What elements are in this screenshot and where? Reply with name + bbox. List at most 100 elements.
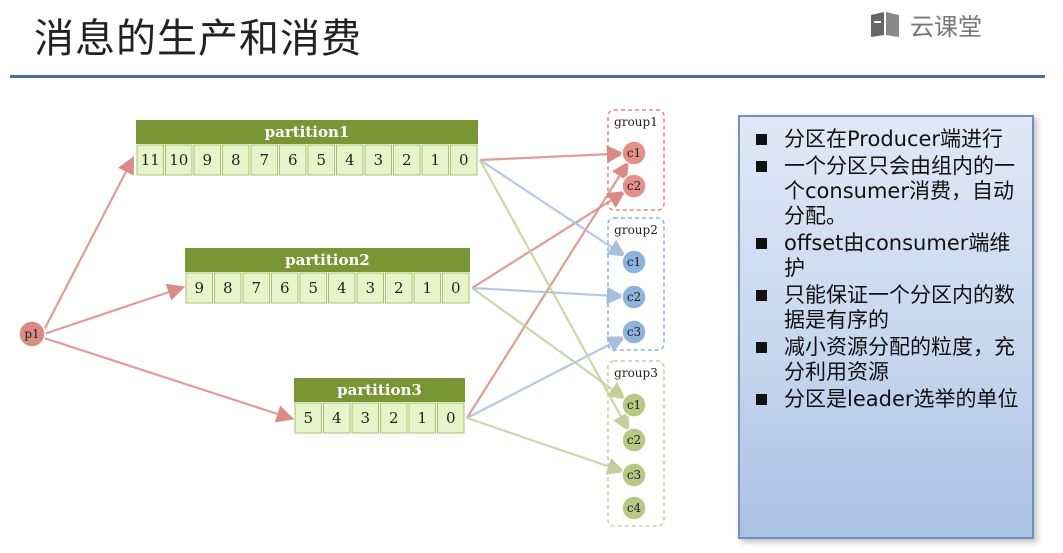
group-box xyxy=(607,360,665,527)
partition-cell-value: 9 xyxy=(202,151,212,169)
bullet-icon xyxy=(756,342,767,353)
consumer-node xyxy=(621,495,647,521)
consumer-node xyxy=(621,319,647,345)
note-item: offset由consumer端维护 xyxy=(754,231,1024,281)
consumer-group-2: group2 c1 c2 c3 xyxy=(607,217,665,351)
partition-cell-value: 0 xyxy=(451,279,461,297)
partition-cell xyxy=(385,272,413,304)
consumer-label: c1 xyxy=(627,398,641,412)
partition-cell-value: 11 xyxy=(141,151,160,169)
partition-to-consumer-edge xyxy=(479,145,625,164)
partition-cell-value: 7 xyxy=(259,151,269,169)
partition-cell-value: 1 xyxy=(422,279,432,297)
notes-list: 分区在Producer端进行一个分区只会由组内的一个consumer消费，自动分… xyxy=(754,127,1024,412)
consumer-node xyxy=(621,427,647,453)
partition-cell-value: 1 xyxy=(417,409,427,427)
partition-to-consumer-edge xyxy=(479,159,626,257)
partition-to-consumer-edge xyxy=(466,336,626,419)
consumer-label: c1 xyxy=(627,146,641,160)
bullet-icon xyxy=(756,290,767,301)
brand: 云课堂 xyxy=(868,6,982,42)
consumer-label: c3 xyxy=(627,468,641,482)
partition-label: partition1 xyxy=(265,123,350,141)
partition-to-consumer-edge xyxy=(471,287,627,400)
partition-to-consumer-edge xyxy=(466,416,625,475)
producer-to-partition-edge xyxy=(43,336,295,423)
partition-cell-value: 2 xyxy=(402,151,412,169)
consumer-node xyxy=(621,249,647,275)
note-item: 分区在Producer端进行 xyxy=(754,127,1024,152)
consumer-label: c1 xyxy=(627,255,641,269)
partition-cell xyxy=(214,272,242,304)
partition-cell-value: 5 xyxy=(316,151,326,169)
note-text: 只能保证一个分区内的数据是有序的 xyxy=(784,283,1015,332)
partition-cell xyxy=(294,402,322,434)
consumer-node xyxy=(621,140,647,166)
consumer-label: c2 xyxy=(627,290,641,304)
partition-cell-value: 4 xyxy=(345,151,355,169)
partition-label: partition3 xyxy=(337,381,422,399)
partition-cell xyxy=(165,144,193,176)
partition-cell-value: 5 xyxy=(303,409,313,427)
consumer-node xyxy=(621,462,647,488)
partition-cell xyxy=(421,144,449,176)
partition-cell-value: 1 xyxy=(430,151,440,169)
partition-header xyxy=(294,378,465,402)
notes-panel: 分区在Producer端进行一个分区只会由组内的一个consumer消费，自动分… xyxy=(738,115,1034,539)
partition-cell-value: 3 xyxy=(373,151,383,169)
group-box xyxy=(607,217,665,351)
note-item: 减小资源分配的粒度，充分利用资源 xyxy=(754,335,1024,385)
partition-cell-value: 2 xyxy=(389,409,399,427)
partition-cell-value: 7 xyxy=(251,279,261,297)
note-item: 分区是leader选举的单位 xyxy=(754,387,1024,412)
partition-cell xyxy=(442,272,470,304)
partition-cell xyxy=(356,272,384,304)
producer-to-partition-edge xyxy=(43,283,186,336)
producer-label: p1 xyxy=(24,327,39,341)
partition-cell xyxy=(250,144,278,176)
partition-cell xyxy=(408,402,436,434)
group-label: group3 xyxy=(614,366,658,380)
partition-cell xyxy=(279,144,307,176)
note-text: offset由consumer端维护 xyxy=(784,231,1011,280)
group-label: group2 xyxy=(614,223,658,237)
partition-cell xyxy=(380,402,408,434)
partition-cell xyxy=(393,144,421,176)
partition-cell xyxy=(336,144,364,176)
partition-cell xyxy=(364,144,392,176)
bullet-icon xyxy=(756,238,767,249)
partition-cell-value: 2 xyxy=(394,279,404,297)
consumer-label: c3 xyxy=(627,325,641,339)
partition-cell xyxy=(242,272,270,304)
partition-to-consumer-edge xyxy=(471,286,625,305)
partition-cell xyxy=(323,402,351,434)
consumer-label: c2 xyxy=(627,179,641,193)
partition-cell-value: 3 xyxy=(365,279,375,297)
book-icon xyxy=(871,12,899,37)
note-item: 一个分区只会由组内的一个consumer消费，自动分配。 xyxy=(754,154,1024,229)
consumer-node xyxy=(621,173,647,199)
title-divider xyxy=(10,75,1045,78)
partition-cell xyxy=(193,144,221,176)
partition-cell xyxy=(299,272,327,304)
partition-cell xyxy=(307,144,335,176)
consumer-node xyxy=(621,284,647,310)
partition-cell xyxy=(222,144,250,176)
partition-cell-value: 3 xyxy=(360,409,370,427)
note-text: 减小资源分配的粒度，充分利用资源 xyxy=(784,335,1015,384)
note-text: 分区是leader选举的单位 xyxy=(784,387,1019,411)
partition-cell-value: 0 xyxy=(446,409,456,427)
partition-cell-value: 4 xyxy=(337,279,347,297)
partition-cell-value: 8 xyxy=(223,279,233,297)
partition-cell xyxy=(437,402,465,434)
partition-cell-value: 9 xyxy=(194,279,204,297)
producer-node xyxy=(18,320,46,348)
page-title: 消息的生产和消费 xyxy=(34,16,362,62)
partition-cell xyxy=(185,272,213,304)
partition-cell xyxy=(450,144,478,176)
